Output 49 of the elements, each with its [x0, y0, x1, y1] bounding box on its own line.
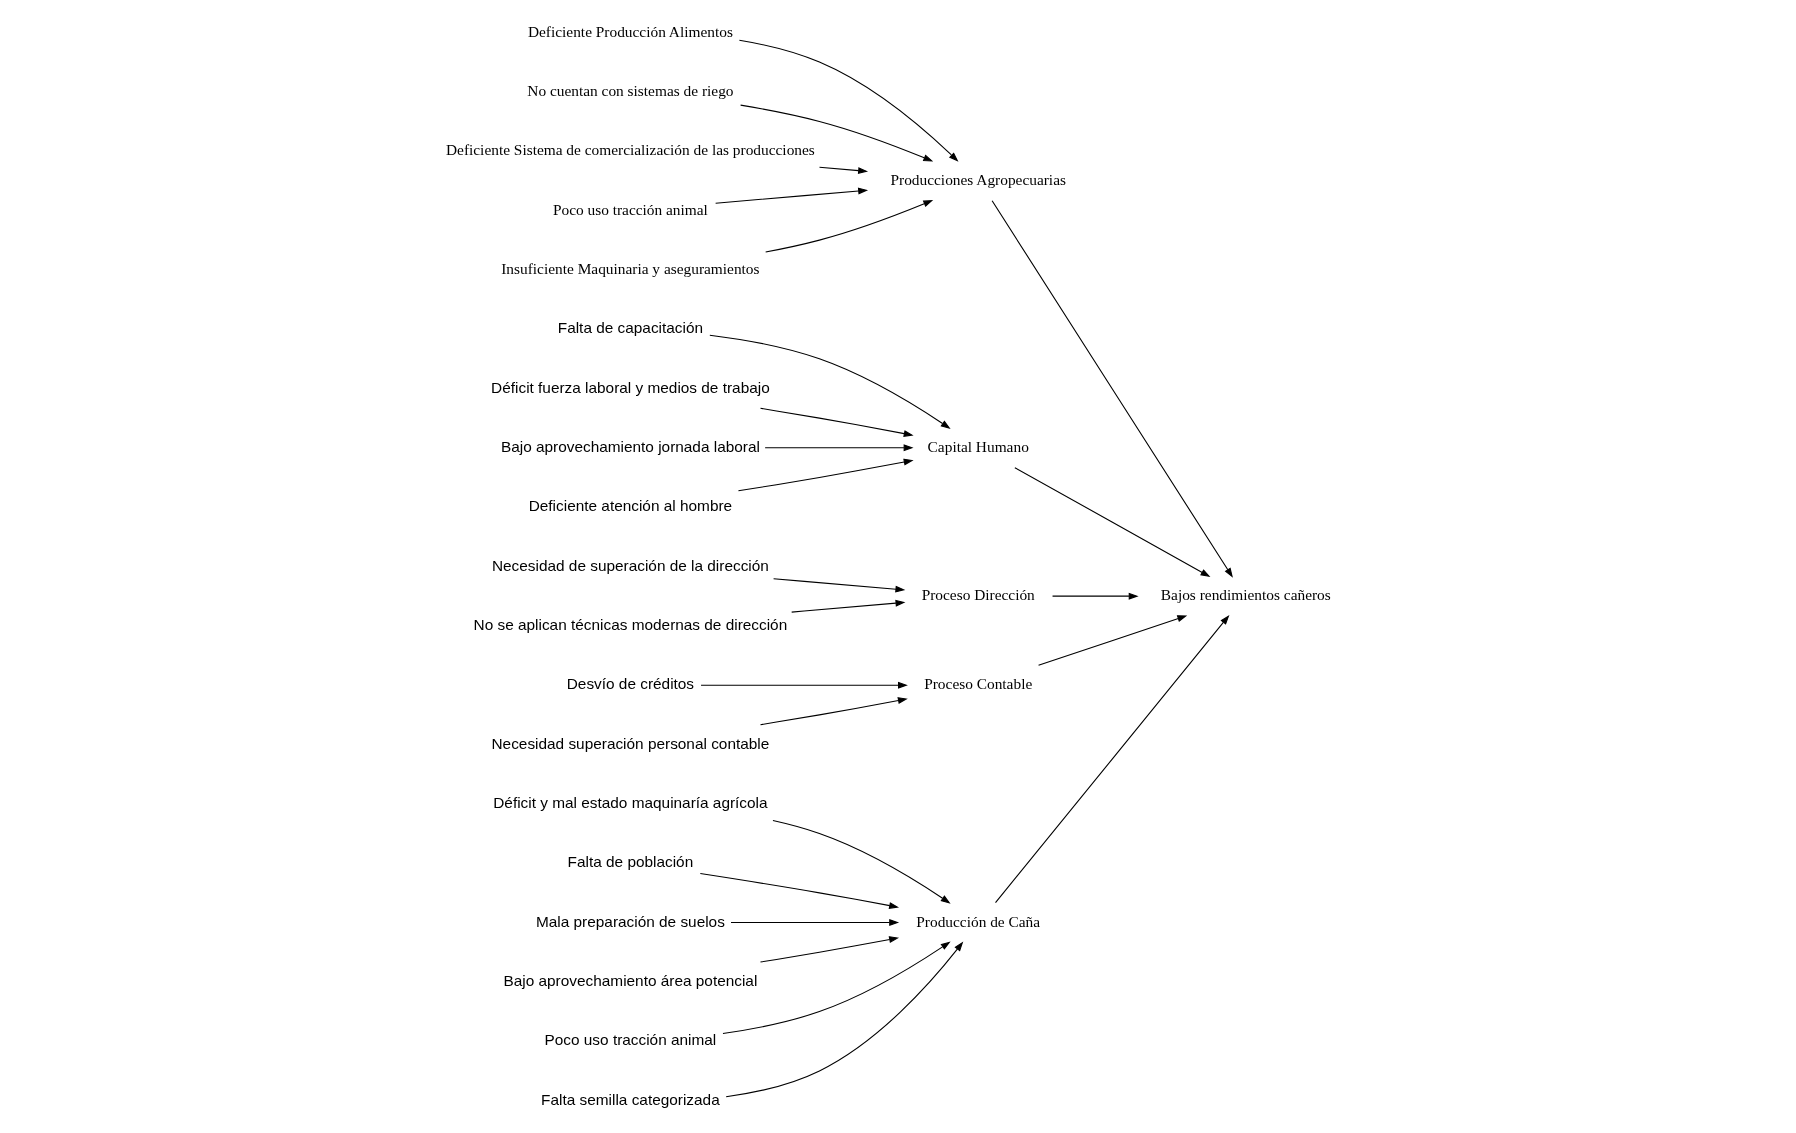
arrow — [740, 104, 934, 162]
node-text: Déficit y mal estado maquinaría agrícola — [493, 793, 768, 811]
node-text: Insuficiente Maquinaria y aseguramientos — [501, 259, 760, 277]
node-text: Bajo aprovechamiento jornada laboral — [500, 437, 760, 455]
node-text: Desvío de créditos — [566, 675, 695, 693]
arrow — [759, 936, 899, 963]
node-text: Producciones Agropecuarias — [890, 170, 1066, 188]
arrow — [730, 919, 900, 926]
node-text: Proceso Dirección — [921, 586, 1035, 604]
node-text: Producción de Caña — [916, 912, 1041, 930]
arrow — [759, 697, 908, 726]
node-text: Proceso Contable — [924, 675, 1033, 693]
arrow — [709, 334, 951, 429]
arrow — [715, 187, 869, 204]
node-text: Falta de población — [567, 853, 694, 871]
node-text: Deficiente Sistema de comercialización de las producciones — [445, 141, 815, 159]
arrow — [700, 681, 908, 689]
node-text: Poco uso tracción animal — [552, 200, 708, 218]
arrow — [791, 599, 906, 613]
arrow — [765, 200, 934, 253]
node-text: Bajos rendimientos cañeros — [1160, 586, 1331, 604]
arrow — [994, 614, 1230, 904]
node-text: No se aplican técnicas modernas de dirección — [473, 615, 788, 633]
node-text: No cuentan con sistemas de riego — [527, 81, 734, 99]
node-text: Deficiente Producción Alimentos — [527, 22, 733, 40]
arrow — [1052, 592, 1139, 600]
arrow — [1014, 467, 1211, 577]
arrow — [772, 820, 951, 904]
arrow — [737, 458, 914, 492]
node-text: Déficit fuerza laboral y medios de trabajo — [491, 378, 770, 396]
arrow — [722, 941, 951, 1034]
arrow — [699, 873, 899, 909]
node-text: Bajo aprovechamiento área potencial — [503, 971, 758, 989]
arrow — [725, 941, 964, 1098]
node-text: Necesidad de superación de la dirección — [491, 556, 769, 574]
node-text: Falta semilla categorizada — [541, 1090, 720, 1108]
arrow — [764, 444, 914, 452]
arrow — [773, 578, 906, 593]
arrow — [818, 166, 869, 174]
node-text: Necesidad superación personal contable — [491, 734, 770, 752]
node-text: Poco uso tracción animal — [544, 1031, 717, 1049]
arrow — [738, 39, 959, 162]
arrow — [1038, 615, 1188, 666]
arrow — [759, 407, 914, 437]
arrow — [991, 200, 1233, 578]
node-text: Mala preparación de suelos — [535, 912, 725, 930]
node-text: Deficiente atención al hombre — [528, 497, 733, 515]
node-text: Capital Humano — [927, 437, 1029, 455]
node-text: Falta de capacitación — [557, 319, 704, 337]
